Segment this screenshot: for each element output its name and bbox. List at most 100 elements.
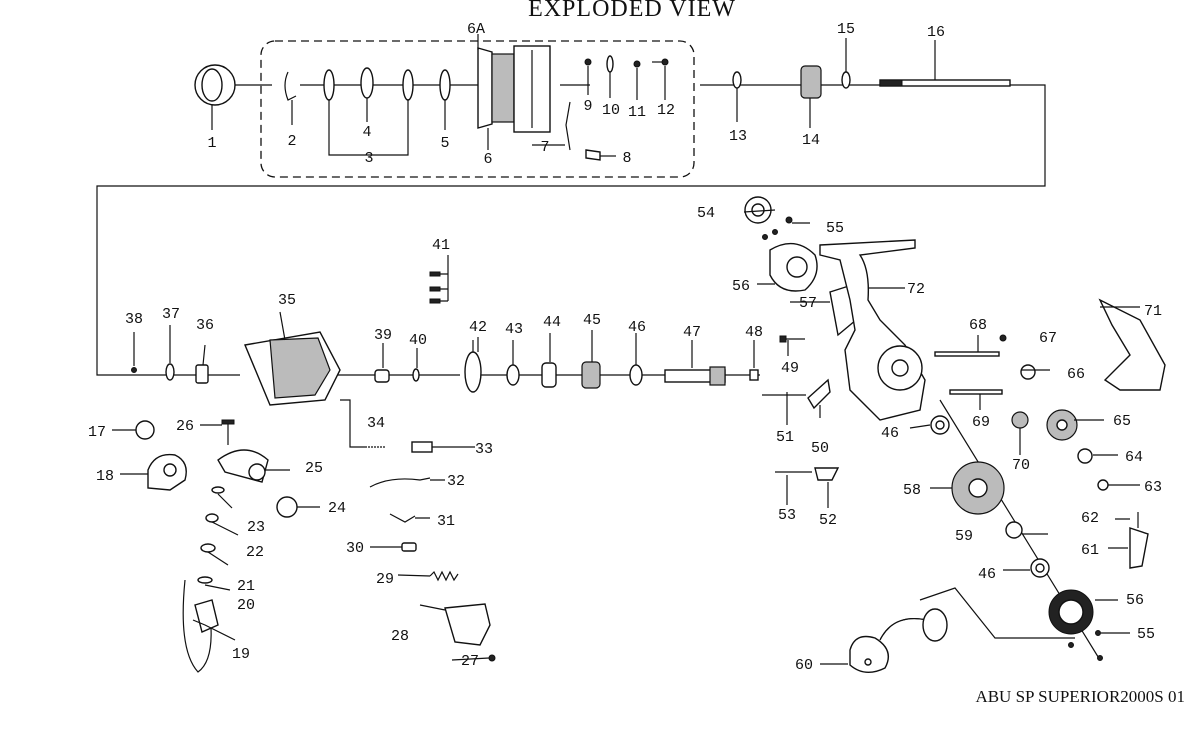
part-40-washer (412, 368, 420, 382)
part-label-30: 30 (346, 540, 364, 557)
part-label-42: 42 (469, 319, 487, 336)
part-3-washers (323, 69, 414, 156)
part-label-71: 71 (1144, 303, 1162, 320)
part-label-43: 43 (505, 321, 523, 338)
model-label: ABU SP SUPERIOR2000S 01 (975, 687, 1185, 706)
part-5-washer (439, 69, 451, 130)
part-label-31: 31 (437, 513, 455, 530)
part-21-bushing (200, 543, 216, 553)
part-43-bearing (506, 364, 520, 386)
part-label-59: 59 (955, 528, 973, 545)
part-13-washer (732, 71, 742, 122)
part-25-line-roller-arm (217, 449, 269, 483)
part-26-screw (221, 419, 235, 445)
part-66-bushing (1020, 364, 1036, 380)
part-label-29: 29 (376, 571, 394, 588)
part-label-19: 19 (232, 646, 250, 663)
part-label-2: 2 (287, 133, 296, 150)
part-label-58: 58 (903, 482, 921, 499)
part-label-13: 13 (729, 128, 747, 145)
part-46-bearing-lower (1030, 558, 1050, 578)
part-label-52: 52 (819, 512, 837, 529)
part-36-nut (195, 364, 209, 384)
part-31-lever (389, 513, 416, 523)
part-label-56: 56 (1126, 592, 1144, 609)
part-55-screw-top (785, 216, 793, 224)
part-label-72: 72 (907, 281, 925, 298)
part-70-gear (1011, 411, 1029, 455)
part-48-bushing (749, 369, 759, 381)
part-58-drive-gear (930, 461, 1005, 515)
part-label-69: 69 (972, 414, 990, 431)
part-64-bearing (1077, 448, 1093, 464)
part-label-22: 22 (246, 544, 264, 561)
part-49-screw (779, 335, 805, 343)
part-label-66: 66 (1067, 366, 1085, 383)
part-28-bail-bracket (444, 603, 491, 646)
part-55-screw-lower (1095, 630, 1101, 636)
part-label-25: 25 (305, 460, 323, 477)
part-label-7: 7 (540, 139, 549, 156)
part-label-28: 28 (391, 628, 409, 645)
part-label-63: 63 (1144, 479, 1162, 496)
part-7-spring (532, 101, 571, 151)
part-35-rotor (244, 331, 341, 406)
part-10-pin (606, 55, 614, 98)
part-label-39: 39 (374, 327, 392, 344)
part-41-screws (429, 255, 449, 304)
part-6-spool (477, 34, 551, 150)
part-label-49: 49 (781, 360, 799, 377)
part-label-3: 3 (364, 150, 373, 167)
part-20-washer (197, 576, 213, 584)
part-22-bushing (205, 513, 219, 523)
part-65-gear (1046, 409, 1078, 441)
part-label-6: 6 (483, 151, 492, 168)
part-label-9: 9 (583, 98, 592, 115)
part-2-clip (284, 71, 297, 125)
part-63-screw (1097, 479, 1109, 491)
part-14-nut (800, 65, 822, 128)
part-69-shaft (949, 389, 1003, 410)
part-42-plate (464, 340, 482, 393)
part-label-16: 16 (927, 24, 945, 41)
part-16-main-shaft (879, 40, 1011, 87)
part-label-44: 44 (543, 314, 561, 331)
part-72-reel-body (819, 239, 926, 421)
part-label-46: 46 (881, 425, 899, 442)
part-label-55: 55 (826, 220, 844, 237)
part-label-61: 61 (1081, 542, 1099, 559)
part-label-12: 12 (657, 102, 675, 119)
part-label-32: 32 (447, 473, 465, 490)
part-54-bearing (744, 196, 772, 224)
part-label-45: 45 (583, 312, 601, 329)
part-label-15: 15 (837, 21, 855, 38)
part-33-plunger (411, 441, 433, 453)
part-4-washer (360, 67, 374, 122)
part-label-56: 56 (732, 278, 750, 295)
part-32-spring-wire (369, 477, 431, 488)
connector-line-top (96, 84, 1046, 376)
part-label-46: 46 (628, 319, 646, 336)
part-1-spool-knob (194, 64, 236, 130)
part-label-57: 57 (799, 295, 817, 312)
part-45-clutch (581, 361, 601, 389)
part-label-1: 1 (207, 135, 216, 152)
part-label-27: 27 (461, 653, 479, 670)
part-label-14: 14 (802, 132, 820, 149)
part-label-70: 70 (1012, 457, 1030, 474)
part-label-24: 24 (328, 500, 346, 517)
part-label-35: 35 (278, 292, 296, 309)
part-39-bushing (374, 369, 390, 383)
part-label-62: 62 (1081, 510, 1099, 527)
part-24-roller (276, 496, 320, 518)
part-label-54: 54 (697, 205, 715, 222)
part-label-38: 38 (125, 311, 143, 328)
part-label-6A: 6A (467, 21, 485, 38)
part-label-41: 41 (432, 237, 450, 254)
part-label-10: 10 (602, 102, 620, 119)
part-label-65: 65 (1113, 413, 1131, 430)
part-46-bearing-mid (930, 415, 950, 435)
part-label-40: 40 (409, 332, 427, 349)
part-47-pinion-gear (664, 366, 726, 386)
part-label-8: 8 (622, 150, 631, 167)
